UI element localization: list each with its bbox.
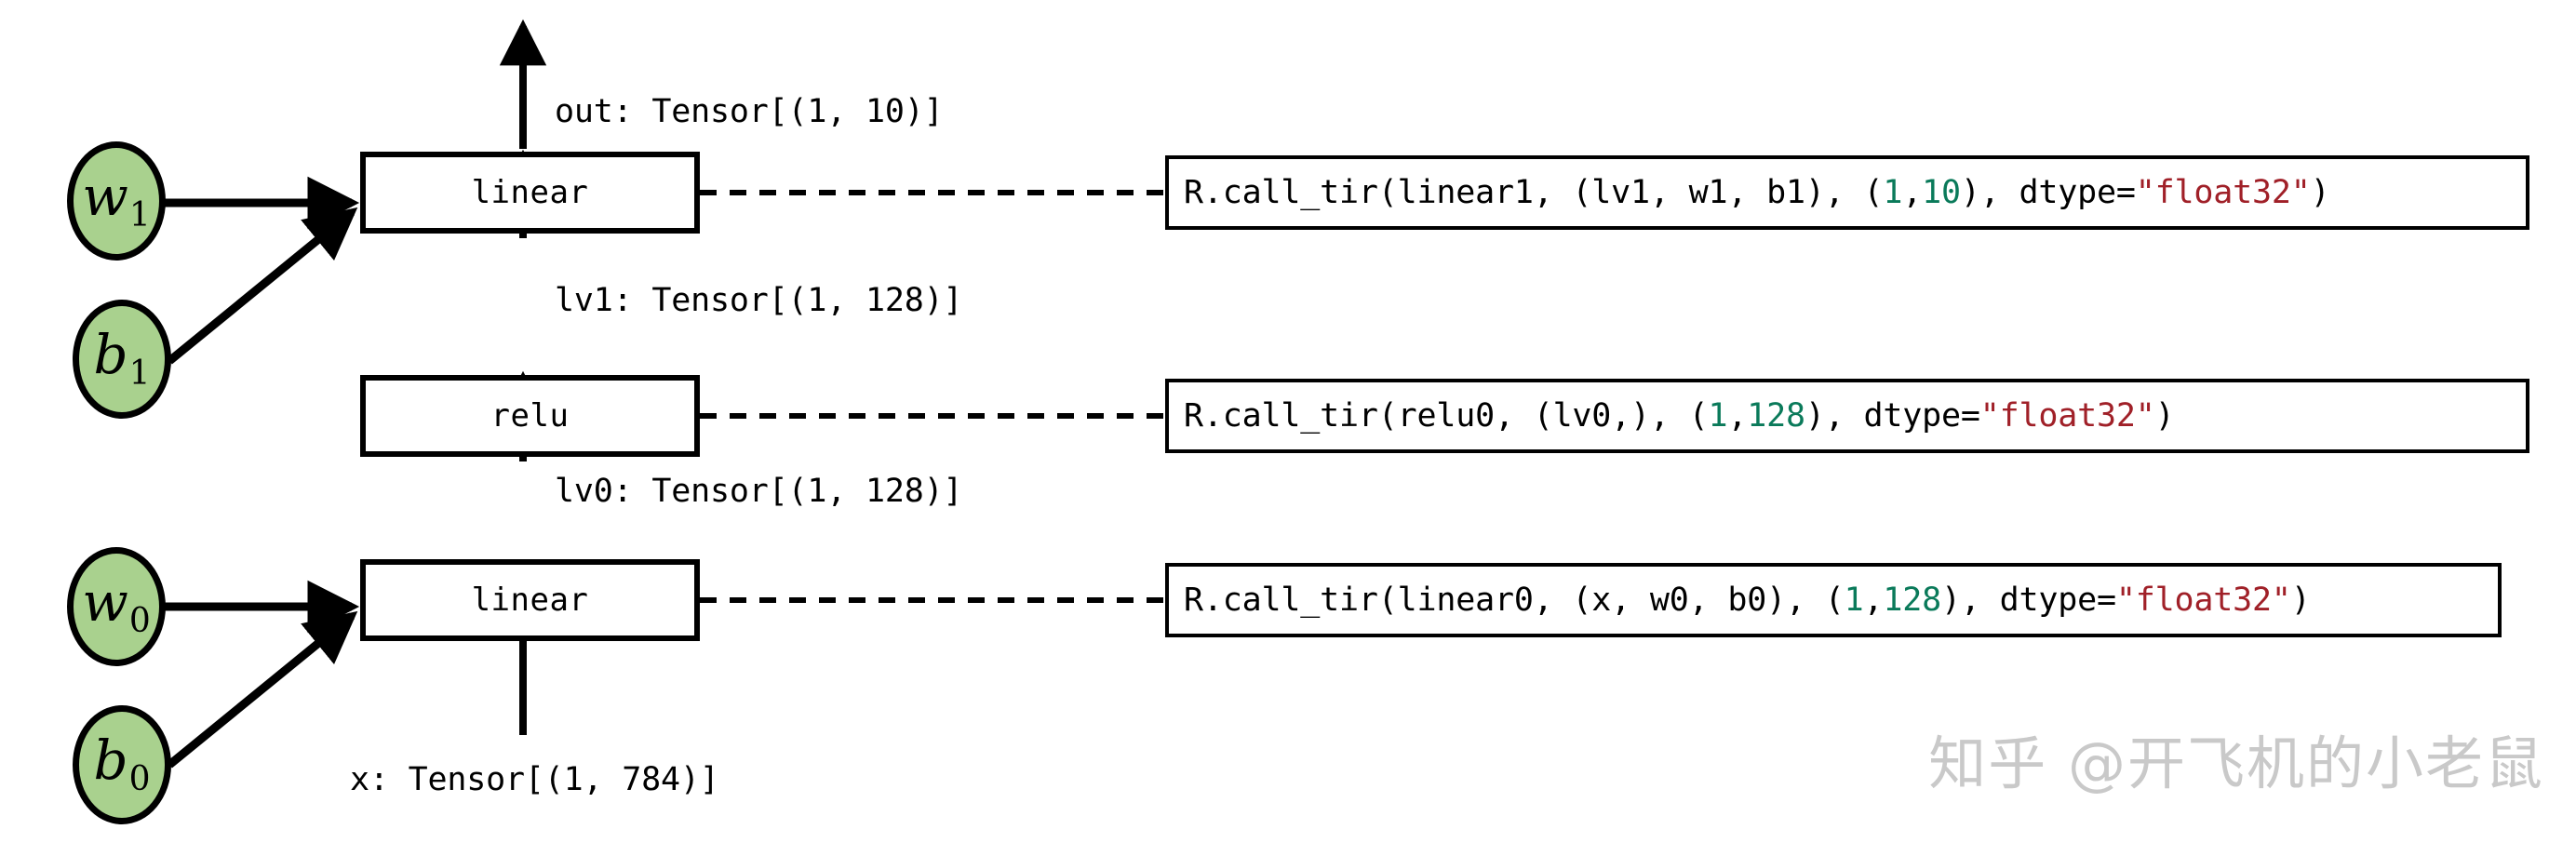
code-box-call-tir-linear1[interactable]: R.call_tir(linear1, (lv1, w1, b1), (1, 1… <box>1165 155 2529 230</box>
edge-b1-arrow <box>167 207 358 365</box>
edge-label-out: out: Tensor[(1, 10)] <box>555 93 944 130</box>
param-node-w0[interactable]: w0 <box>67 547 166 666</box>
param-node-b0[interactable]: b0 <box>73 705 171 824</box>
param-label-w1: w1 <box>82 165 151 234</box>
param-node-b1[interactable]: b1 <box>73 300 171 419</box>
watermark: 知乎 @开飞机的小老鼠 <box>1928 729 2544 797</box>
op-box-relu0[interactable]: relu <box>360 375 700 457</box>
param-label-b0: b0 <box>93 729 151 798</box>
code-box-call-tir-linear0[interactable]: R.call_tir(linear0, (x, w0, b0), (1, 128… <box>1165 563 2502 637</box>
param-label-w0: w0 <box>82 570 151 640</box>
code-box-call-tir-relu0[interactable]: R.call_tir(relu0, (lv0,), (1, 128), dtyp… <box>1165 379 2529 453</box>
edge-label-lv1: lv1: Tensor[(1, 128)] <box>555 282 963 319</box>
op-box-linear1[interactable]: linear <box>360 152 700 234</box>
edge-label-lv0: lv0: Tensor[(1, 128)] <box>555 473 963 510</box>
op-box-linear0[interactable]: linear <box>360 559 700 641</box>
param-node-w1[interactable]: w1 <box>67 141 166 261</box>
edge-label-x: x: Tensor[(1, 784)] <box>350 761 719 798</box>
param-label-b1: b1 <box>93 323 151 393</box>
edge-b0-arrow <box>167 610 358 769</box>
